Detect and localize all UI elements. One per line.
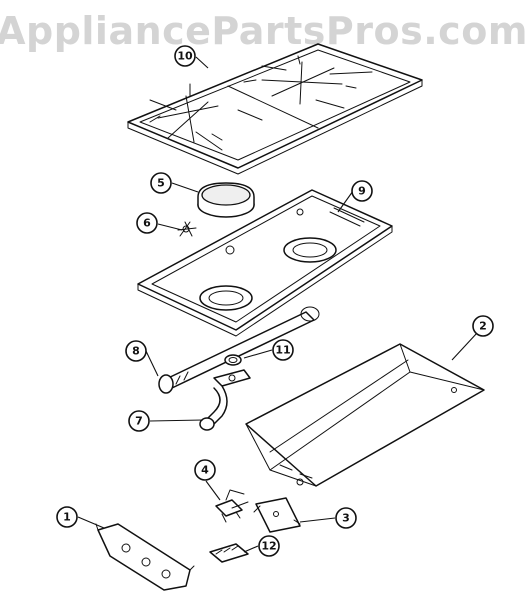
svg-text:11: 11: [275, 344, 290, 357]
svg-text:10: 10: [177, 50, 193, 63]
part-burner-grate: [127, 43, 423, 175]
watermark-text: AppliancePartsPros.com: [0, 9, 525, 53]
callout-10: 10: [174, 45, 196, 67]
part-burner-pan: [245, 343, 485, 487]
svg-text:8: 8: [132, 345, 140, 358]
callout-12: 12: [258, 535, 280, 557]
part-bracket-right: [253, 497, 301, 533]
svg-text:9: 9: [358, 185, 366, 198]
callout-3: 3: [335, 507, 357, 529]
callout-1: 1: [56, 506, 78, 528]
svg-text:5: 5: [157, 177, 165, 190]
part-burner-cap: [197, 182, 255, 218]
part-venturi-tube: [199, 369, 251, 431]
callout-6: 6: [136, 212, 158, 234]
callout-9: 9: [351, 180, 373, 202]
callout-8: 8: [125, 340, 147, 362]
callout-7: 7: [128, 410, 150, 432]
svg-text:2: 2: [479, 320, 487, 333]
part-gasket: [224, 354, 242, 366]
svg-text:6: 6: [143, 217, 151, 230]
part-mounting-bracket: [95, 523, 195, 591]
svg-text:7: 7: [135, 415, 143, 428]
svg-text:12: 12: [261, 540, 276, 553]
leader-lines: [77, 56, 478, 553]
svg-text:1: 1: [63, 511, 71, 524]
part-clip: [177, 221, 197, 237]
callout-5: 5: [150, 172, 172, 194]
callout-2: 2: [472, 315, 494, 337]
callout-4: 4: [194, 459, 216, 481]
callout-11: 11: [272, 339, 294, 361]
part-burner-tube: [158, 306, 320, 394]
svg-text:3: 3: [342, 512, 350, 525]
part-terminal-block: [209, 543, 249, 563]
svg-text:4: 4: [201, 464, 209, 477]
part-burner-box: [137, 189, 393, 337]
part-wire-harness: [215, 489, 249, 523]
